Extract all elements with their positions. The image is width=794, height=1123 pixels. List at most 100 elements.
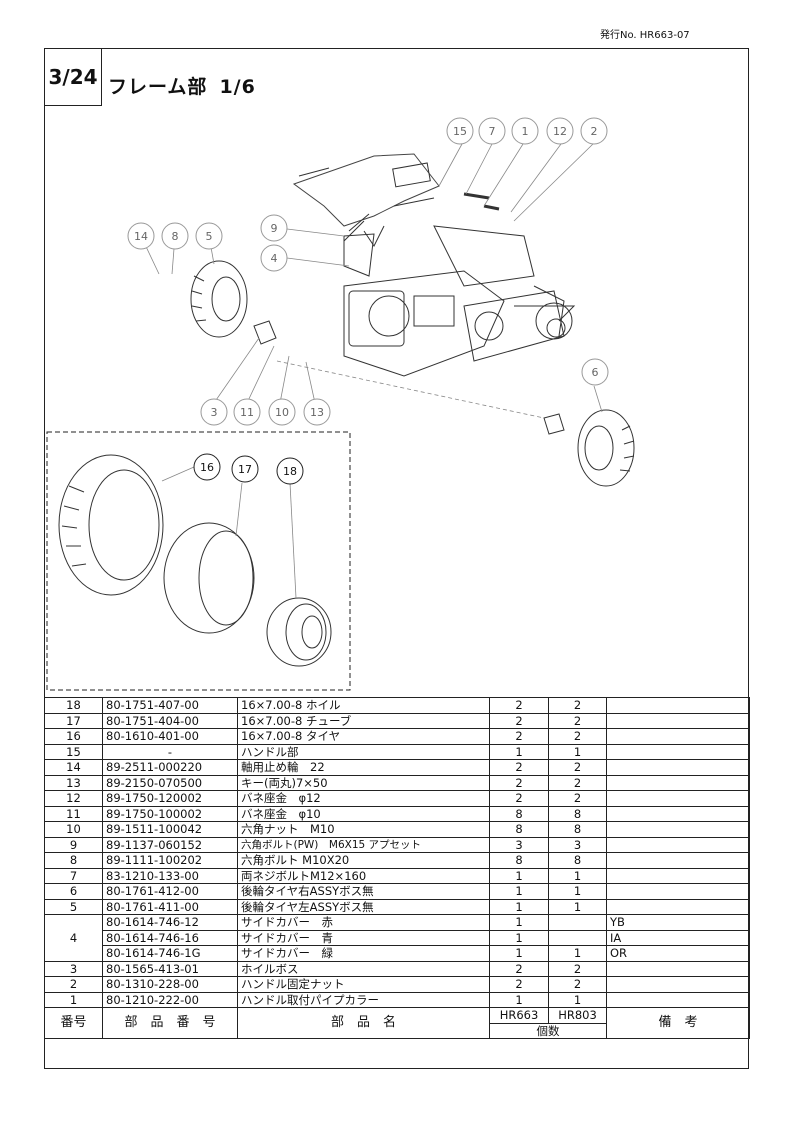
row-qty-hr803: 2 [548,774,607,791]
row-qty-hr663: 1 [489,914,549,931]
row-remarks [606,898,750,915]
row-no: 3 [44,960,103,977]
row-qty-hr663: 2 [489,960,549,977]
row-part-no: 89-1750-100002 [102,805,238,822]
header-qty: 個数 [489,1022,607,1039]
row-no: 13 [44,774,103,791]
row-remarks [606,712,750,729]
row-qty-hr663: 2 [489,712,549,729]
row-remarks [606,805,750,822]
row-qty-hr663: 1 [489,883,549,900]
row-no: 15 [44,743,103,760]
row-remarks [606,976,750,993]
callout-label: 10 [275,406,289,419]
row-qty-hr663: 3 [489,836,549,853]
row-name: バネ座金 φ12 [237,790,490,807]
callout-label: 8 [172,230,179,243]
row-remarks [606,774,750,791]
row-name: 軸用止め輪 22 [237,759,490,776]
row-remarks [606,991,750,1008]
row-no: 10 [44,821,103,838]
row-part-no: 80-1614-746-12 [102,914,238,931]
left-rear-tire [190,260,248,338]
table-header-row: 番号 部 品 番 号 部 品 名 HR663 HR803 備 考 [44,1007,750,1039]
row-no: 18 [44,697,103,714]
row-qty-hr803: 2 [548,976,607,993]
row-part-no: - [102,743,238,760]
row-name: 後輪タイヤ左ASSYボス無 [237,898,490,915]
row-qty-hr803: 8 [548,805,607,822]
front-wheel [546,318,566,338]
row-no: 4 [44,914,103,962]
row-part-no: 89-2150-070500 [102,774,238,791]
row-qty-hr803: 1 [548,743,607,760]
row-name: 後輪タイヤ右ASSYボス無 [237,883,490,900]
row-remarks [606,790,750,807]
row-name: 六角ボルト M10X20 [237,852,490,869]
row-remarks: YB [606,914,750,931]
callout-label: 12 [553,125,567,138]
row-name: 16×7.00-8 チューブ [237,712,490,729]
table-header-row: 個数 [45,1022,750,1039]
row-part-no: 89-1111-100202 [102,852,238,869]
row-qty-hr803: 1 [548,991,607,1008]
row-part-no: 89-1750-120002 [102,790,238,807]
row-remarks [606,759,750,776]
header-name: 部 品 名 [237,1007,490,1039]
row-name: ハンドル固定ナット [237,976,490,993]
callout-bubbles [127,117,609,426]
right-rear-tire [577,409,635,487]
row-part-no: 80-1761-411-00 [102,898,238,915]
header-model-hr803: HR803 [548,1007,607,1024]
callout-label: 9 [271,222,278,235]
page-number: 3/24 [44,48,102,106]
row-name: キー(両丸)7×50 [237,774,490,791]
row-qty-hr663: 1 [489,991,549,1008]
row-part-no: 80-1610-401-00 [102,728,238,745]
row-qty-hr663: 2 [489,759,549,776]
row-qty-hr803: 8 [548,821,607,838]
row-part-no: 80-1614-746-1G [102,945,238,962]
callout-label: 1 [522,125,529,138]
row-no: 9 [44,836,103,853]
row-part-no: 80-1210-222-00 [102,991,238,1008]
row-name: 六角ボルト(PW) M6X15 アプセット [237,836,490,853]
row-qty-hr803: 8 [548,852,607,869]
header-part-no: 部 品 番 号 [102,1007,238,1039]
row-qty-hr663: 1 [489,867,549,884]
row-part-no: 89-1137-060152 [102,836,238,853]
callout-label: 6 [592,366,599,379]
callout-label: 17 [238,463,252,476]
row-no: 14 [44,759,103,776]
inset-callouts [193,453,304,485]
title-main: フレーム部 [108,76,208,98]
exploded-diagram: 15 7 1 12 2 9 4 14 8 5 3 11 10 13 6 16 1… [46,117,635,691]
row-no: 12 [44,790,103,807]
row-remarks [606,852,750,869]
row-qty-hr663: 2 [489,697,549,714]
side-cover [343,233,375,277]
row-no: 2 [44,976,103,993]
row-qty-hr803: 1 [548,945,607,962]
row-no: 16 [44,728,103,745]
row-qty-hr803 [548,914,607,931]
row-qty-hr663: 2 [489,790,549,807]
row-no: 11 [44,805,103,822]
row-remarks [606,697,750,714]
callout-label: 7 [489,125,496,138]
callout-label: 5 [206,230,213,243]
